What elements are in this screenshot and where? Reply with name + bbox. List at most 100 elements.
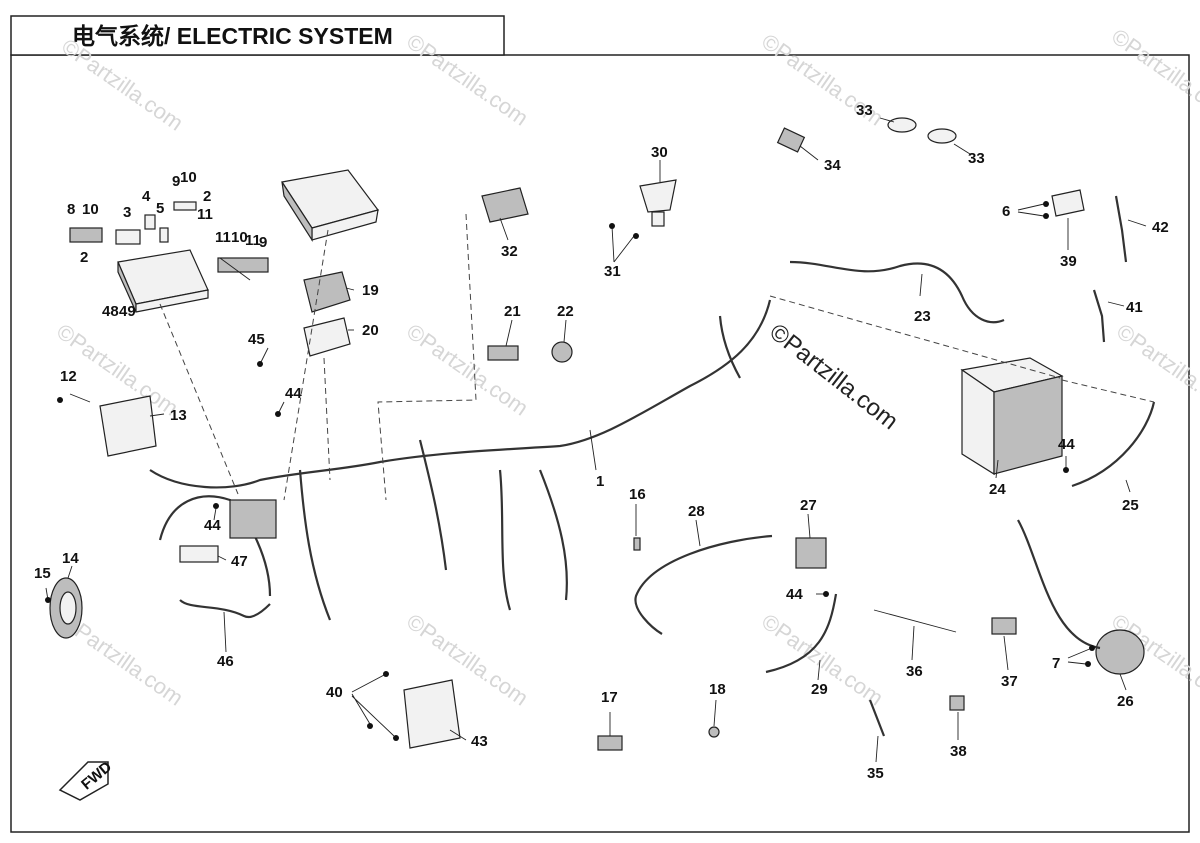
watermark: ©Partzilla.com <box>1107 24 1200 126</box>
callout-label: 43 <box>471 733 488 750</box>
watermark-main: ©Partzilla.com <box>764 318 903 435</box>
callout-label: 21 <box>504 303 521 320</box>
callout-label: 41 <box>1126 299 1143 316</box>
callout-label: 10 <box>82 201 99 218</box>
callout-label: 30 <box>651 144 668 161</box>
cable-28 <box>634 534 773 635</box>
relay-32 <box>481 187 529 223</box>
callout-label: 24 <box>989 481 1006 498</box>
callout-label: 36 <box>906 663 923 680</box>
title-box <box>10 15 505 56</box>
fuse-box <box>69 201 269 313</box>
callout-label: 17 <box>601 689 618 706</box>
strap-35 <box>868 699 886 737</box>
callout-label: 46 <box>217 653 234 670</box>
callout-label: 1 <box>596 473 604 490</box>
callout-label: 18 <box>709 681 726 698</box>
relay-39 <box>1051 189 1085 217</box>
main-harness <box>149 299 772 621</box>
fuse-box-cover <box>281 169 380 243</box>
callout-label: 28 <box>688 503 705 520</box>
sub-harness-23 <box>789 260 1005 324</box>
callout-label: 11 <box>197 206 213 223</box>
callout-label: 40 <box>326 684 343 701</box>
watermark: ©Partzilla.com <box>402 319 533 421</box>
sub-harness-46 <box>179 599 271 619</box>
callout-label: 11 <box>215 229 231 246</box>
callout-label: 3 <box>123 204 131 221</box>
cover-part-20 <box>303 317 351 357</box>
cable-29 <box>765 593 838 674</box>
control-unit-13 <box>99 395 157 457</box>
callout-label: 7 <box>1052 655 1060 672</box>
callout-label: 47 <box>231 553 248 570</box>
cover-part-19 <box>303 271 351 313</box>
sensor-34 <box>776 127 806 153</box>
callout-label: 19 <box>362 282 379 299</box>
callout-label: 33 <box>856 102 873 119</box>
callout-label: 2 <box>203 188 211 205</box>
diagram-frame <box>10 54 1190 833</box>
battery-cable-25 <box>1071 401 1156 488</box>
callout-label: 6 <box>1002 203 1010 220</box>
callout-label: 27 <box>800 497 817 514</box>
fastener-18 <box>708 726 720 738</box>
battery <box>960 357 1064 476</box>
callout-label: 20 <box>362 322 379 339</box>
starter-motor <box>1095 629 1145 675</box>
callout-label: 14 <box>62 550 79 567</box>
leader-lines <box>45 117 1147 763</box>
callout-label: 25 <box>1122 497 1139 514</box>
callout-label: 8 <box>67 201 75 218</box>
callout-layer: 1 2 2 3 4 5 6 7 8 9 9 10 10 10 11 11 11 … <box>34 102 1169 782</box>
callout-label: 39 <box>1060 253 1077 270</box>
callout-label: 10 <box>180 169 197 186</box>
callout-label: 31 <box>604 263 621 280</box>
callout-label: 5 <box>156 200 164 217</box>
strap-36 <box>873 609 957 633</box>
callout-label: 11 <box>245 232 261 249</box>
clip-16 <box>633 537 641 551</box>
page-title: 电气系统/ ELECTRIC SYSTEM <box>72 23 393 49</box>
callout-label: 9 <box>172 173 180 190</box>
callout-label: 29 <box>811 681 828 698</box>
starter-cable <box>1017 519 1101 650</box>
callout-label: 10 <box>231 229 248 246</box>
callout-label: 22 <box>557 303 574 320</box>
callout-label: 42 <box>1152 219 1169 236</box>
callout-label: 15 <box>34 565 51 582</box>
callout-label: 33 <box>968 150 985 167</box>
callout-label: 4 <box>142 188 151 205</box>
reference-lines <box>159 213 1155 501</box>
callout-label: 45 <box>248 331 265 348</box>
watermark: ©Partzilla.com <box>1112 319 1200 421</box>
switch-21 <box>487 345 519 361</box>
callout-label: 44 <box>1058 436 1075 453</box>
callout-label: 9 <box>259 234 267 251</box>
lead-41 <box>1092 289 1106 343</box>
part-47 <box>179 545 219 563</box>
callout-label: 44 <box>285 385 302 402</box>
callout-label: 35 <box>867 765 884 782</box>
callout-label: 23 <box>914 308 931 325</box>
forward-direction-arrow: FWD <box>58 758 115 801</box>
callout-label: 12 <box>60 368 77 385</box>
callout-label: 16 <box>629 486 646 503</box>
callout-label: 32 <box>501 243 518 260</box>
clamp-33 <box>927 128 957 144</box>
lead-42 <box>1114 195 1128 263</box>
callout-label: 44 <box>204 517 221 534</box>
callout-label: 37 <box>1001 673 1018 690</box>
connector-37 <box>991 617 1017 635</box>
callout-label: 13 <box>170 407 187 424</box>
callout-label: 38 <box>950 743 967 760</box>
clip-17 <box>597 735 623 751</box>
callout-label: 34 <box>824 157 841 174</box>
callout-label: 26 <box>1117 693 1134 710</box>
callout-label: 49 <box>119 303 136 320</box>
callout-label: 2 <box>80 249 88 266</box>
socket-22 <box>551 341 573 363</box>
callout-label: 48 <box>102 303 119 320</box>
callout-label: 44 <box>786 586 803 603</box>
